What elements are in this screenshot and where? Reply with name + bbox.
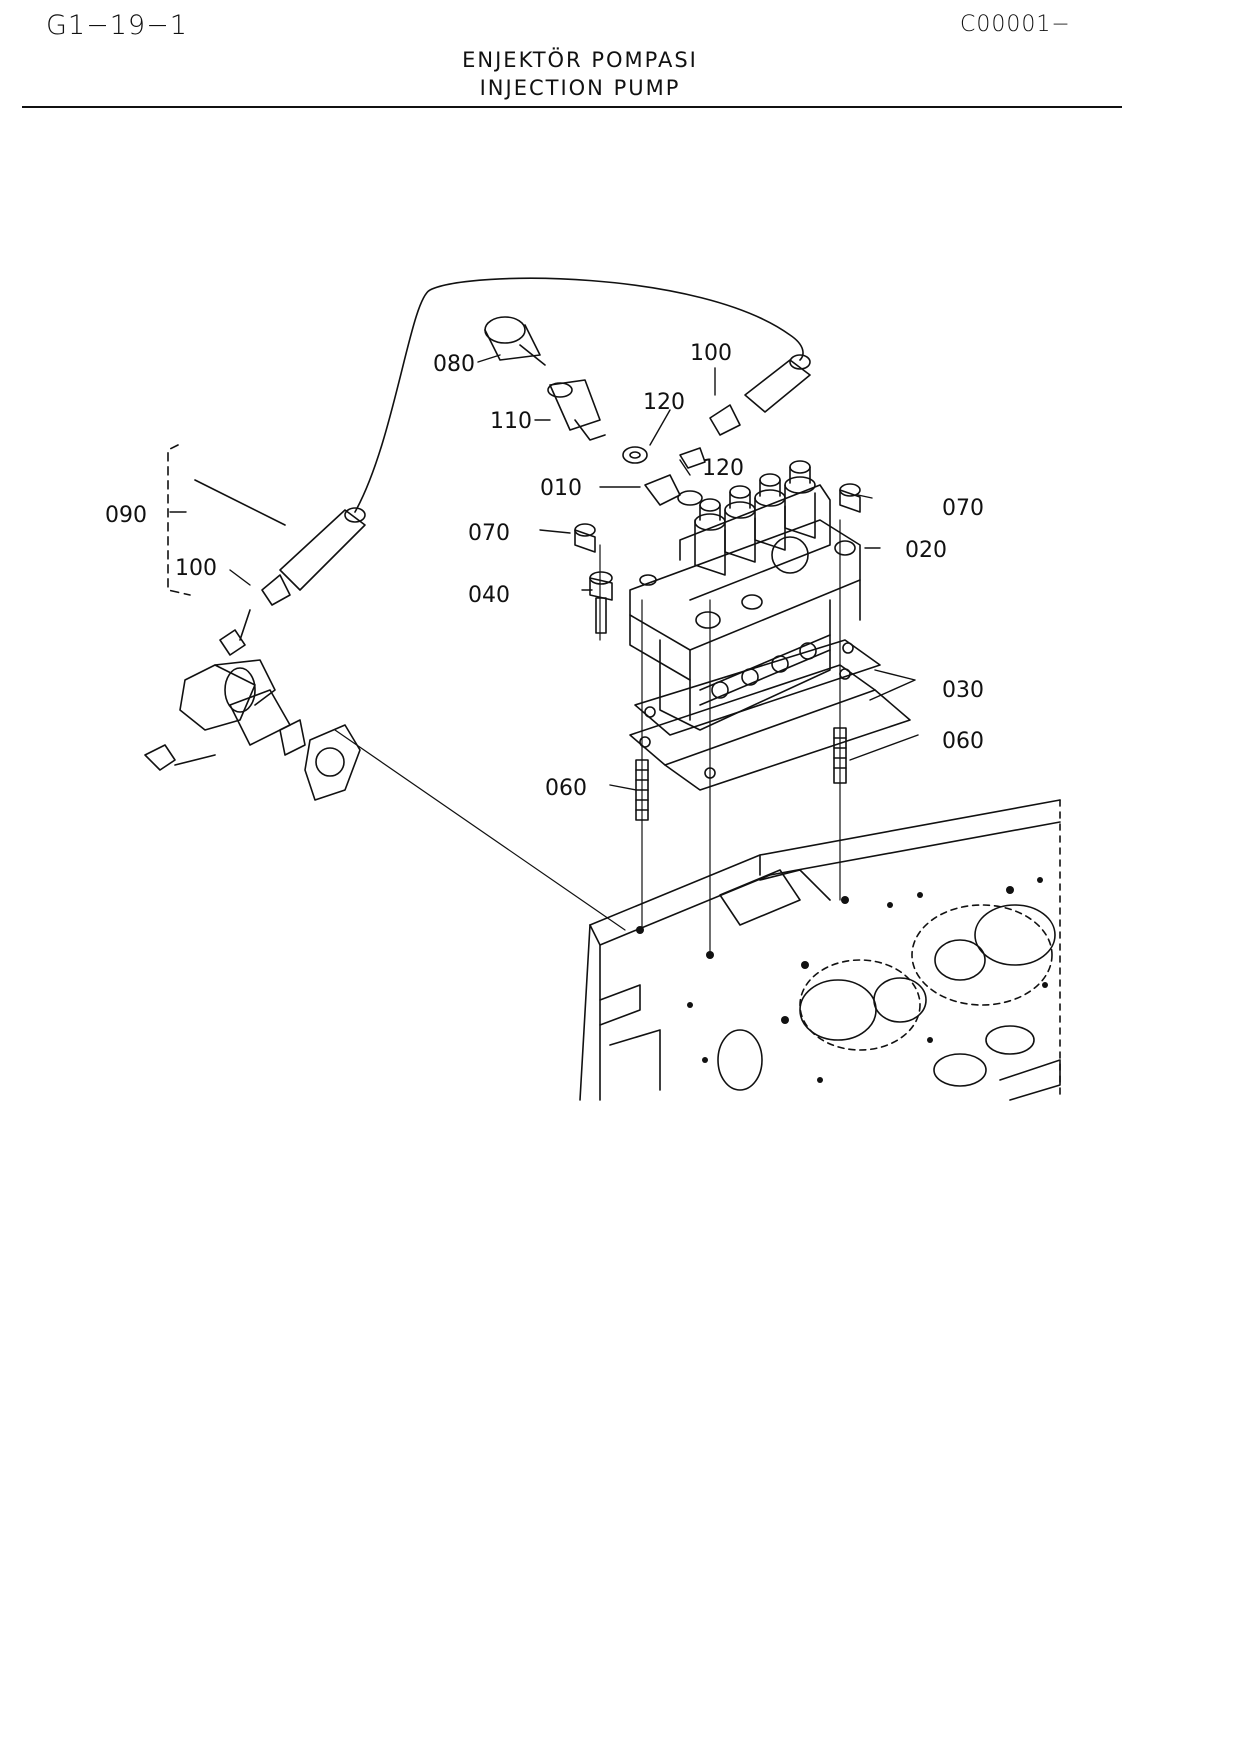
page-title-turkish: ENJEKTÖR POMPASI	[462, 48, 698, 72]
callout-060-left: 060	[545, 776, 587, 801]
bracket-090	[167, 444, 191, 596]
fuel-pipe-090	[194, 277, 804, 641]
callout-060-right: 060	[942, 729, 984, 754]
engine-block-drawing	[579, 799, 1061, 1101]
solenoid-assembly-drawing	[144, 629, 361, 801]
callout-070-right: 070	[942, 496, 984, 521]
callout-030: 030	[942, 678, 984, 703]
banjo-fittings	[484, 316, 811, 506]
nuts-070	[574, 483, 861, 553]
reference-code: C00001−	[960, 12, 1071, 37]
callout-labels: 080 100 110 120 120 010 070 070 020 040 …	[105, 341, 984, 801]
injection-pump-drawing	[629, 484, 861, 731]
engine-block-bolt-holes	[636, 877, 1048, 1083]
callout-090: 090	[105, 503, 147, 528]
callout-020: 020	[905, 538, 947, 563]
callout-070-left: 070	[468, 521, 510, 546]
header-divider	[22, 106, 1122, 108]
delivery-valve-holders	[694, 460, 816, 576]
callout-120-lower: 120	[702, 456, 744, 481]
callout-100-top: 100	[690, 341, 732, 366]
callout-080: 080	[433, 352, 475, 377]
callout-leader-lines	[169, 354, 919, 791]
callout-100-left: 100	[175, 556, 217, 581]
bolt-040	[589, 571, 613, 634]
pump-gaskets	[629, 639, 911, 791]
page-code: G1−19−1	[46, 10, 188, 41]
page-title-english: INJECTION PUMP	[479, 76, 681, 100]
callout-110: 110	[490, 409, 532, 434]
callout-120-upper: 120	[643, 390, 685, 415]
callout-010: 010	[540, 476, 582, 501]
callout-040: 040	[468, 583, 510, 608]
stud-bolts-060	[635, 727, 847, 821]
assembly-guide-lines	[334, 519, 841, 956]
